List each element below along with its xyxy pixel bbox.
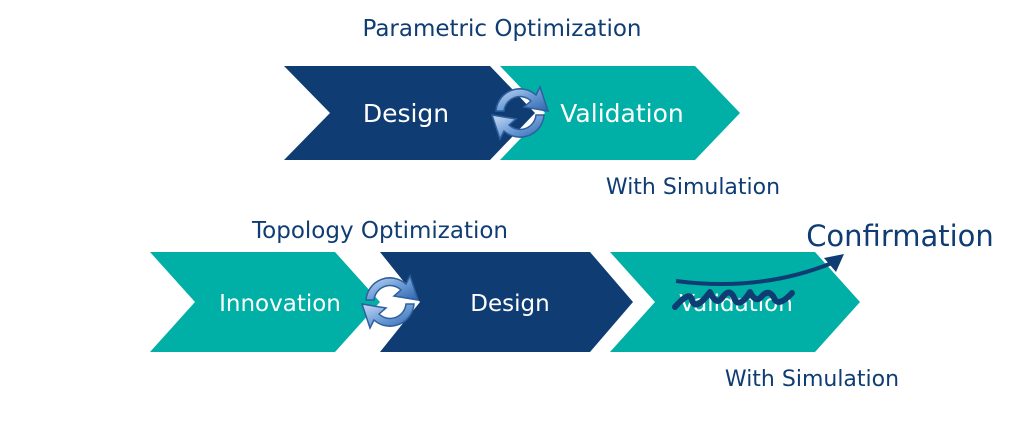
parametric-design-chevron xyxy=(284,66,535,160)
parametric-validation-label: Validation xyxy=(560,99,683,128)
topology-note: With Simulation xyxy=(725,367,899,392)
topology-design-chevron xyxy=(380,252,633,352)
parametric-validation-chevron xyxy=(500,66,740,160)
parametric-design-label: Design xyxy=(363,99,449,128)
confirmation-label: Confirmation xyxy=(806,219,994,253)
parametric-title: Parametric Optimization xyxy=(363,16,642,42)
strikethrough-scribble xyxy=(672,289,795,310)
topology-innovation-chevron xyxy=(150,252,380,352)
parametric-note: With Simulation xyxy=(606,175,780,200)
arrow-head xyxy=(824,254,844,272)
topology-title: Topology Optimization xyxy=(251,218,508,244)
topology-design-label: Design xyxy=(470,291,549,317)
topology-innovation-label: Innovation xyxy=(219,291,341,317)
curved-arrow-icon xyxy=(675,261,833,286)
